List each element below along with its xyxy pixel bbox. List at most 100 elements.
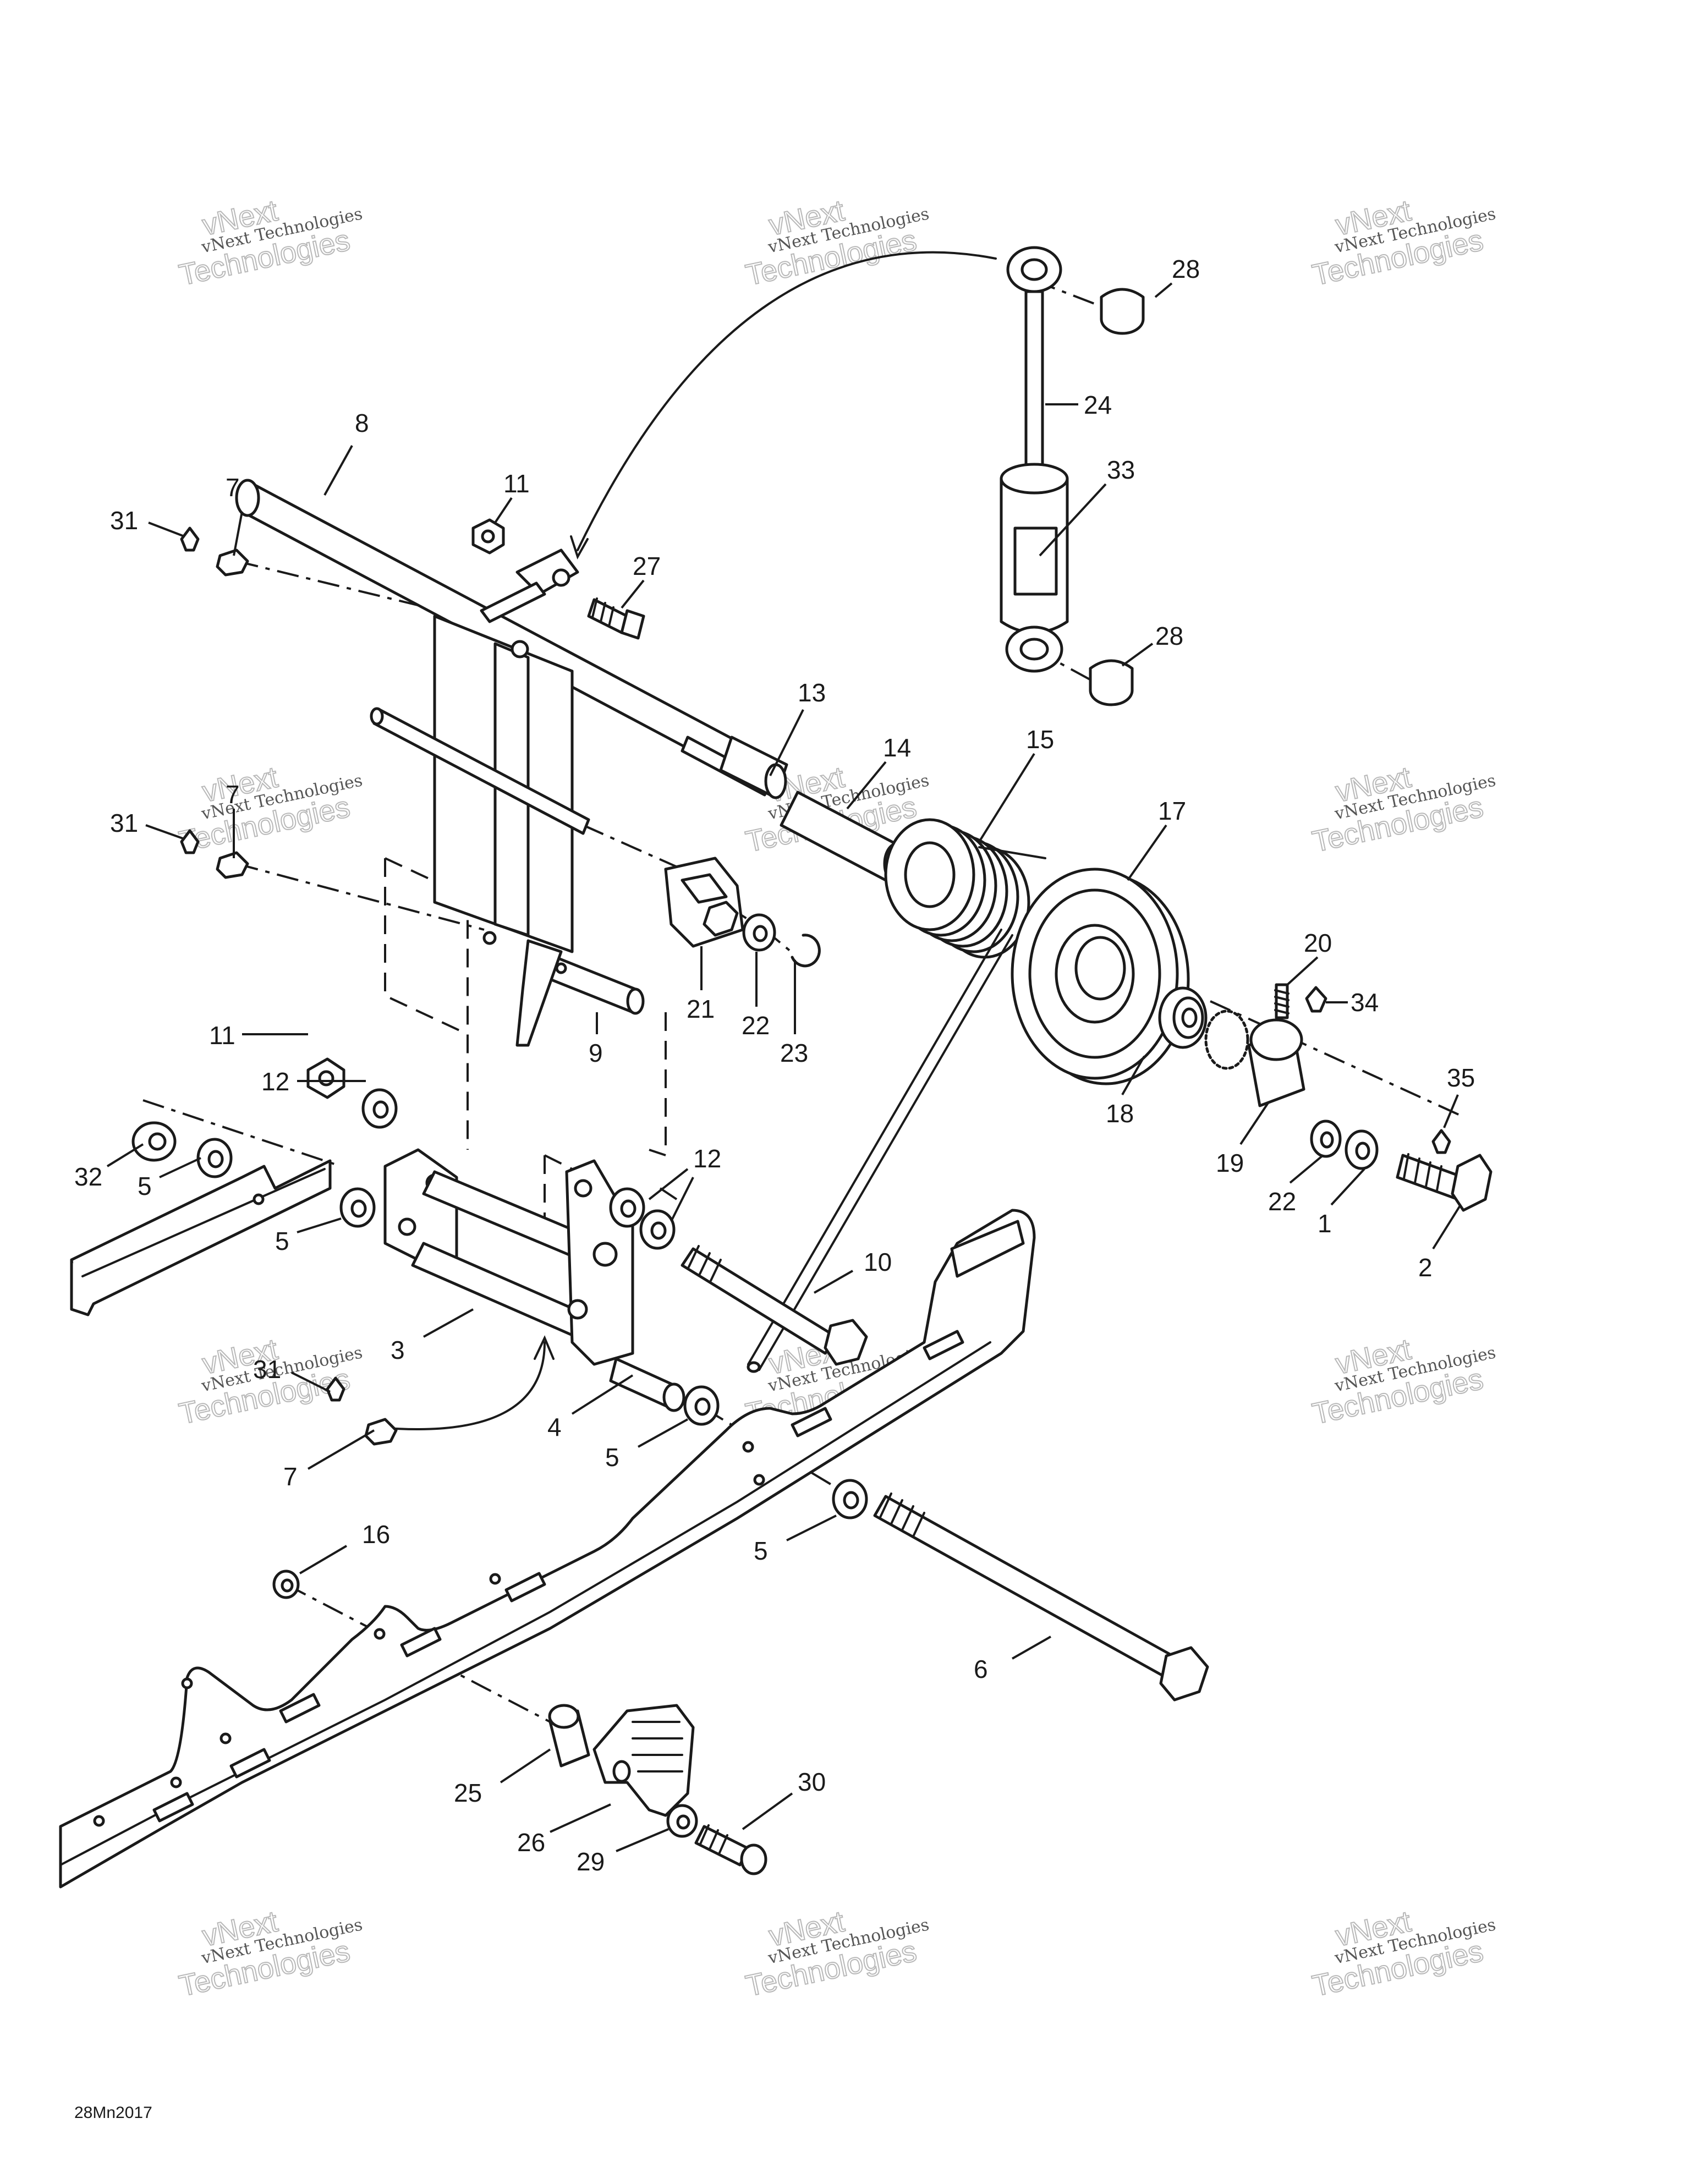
- spring-upper-leg: [978, 846, 1046, 859]
- grease-fitting-7-middle[interactable]: [216, 851, 249, 879]
- washer-22-upper[interactable]: [742, 913, 776, 952]
- leader-31b: [145, 824, 185, 840]
- fitting-body: [216, 548, 249, 577]
- leader-17: [1127, 824, 1167, 881]
- spring-lower-leg: [747, 929, 1002, 1365]
- frame-slot: [152, 1792, 194, 1823]
- leader-1: [1330, 1168, 1365, 1206]
- stopper-block-26[interactable]: [592, 1704, 695, 1817]
- rail-end: [70, 1258, 95, 1316]
- callout-20: 20: [1304, 929, 1332, 957]
- bracket-hole: [398, 1217, 416, 1236]
- shock-absorber[interactable]: [1000, 246, 1069, 673]
- fitting-cap: [1431, 1129, 1451, 1154]
- torsion-spring-15[interactable]: [747, 818, 1046, 1373]
- shock-bottom-eye-hole: [1019, 638, 1049, 661]
- washer-5-mid-center[interactable]: [683, 1385, 720, 1426]
- washer-5-mid-left[interactable]: [339, 1187, 376, 1228]
- callout-22-upper: 22: [742, 1011, 770, 1040]
- grease-fitting-31-lower[interactable]: [326, 1376, 345, 1402]
- bolt-2[interactable]: [1396, 1153, 1493, 1212]
- nut-11-lower[interactable]: [306, 1057, 345, 1099]
- screw-30[interactable]: [694, 1824, 767, 1875]
- fitting-body: [216, 851, 249, 879]
- long-bolt-6[interactable]: [873, 1492, 1209, 1702]
- adjuster-block-21[interactable]: [664, 857, 744, 948]
- side-frame-rail[interactable]: [59, 1209, 1036, 1889]
- fitting-cap: [180, 526, 200, 552]
- leader-28b: [1121, 643, 1154, 667]
- locknut-32[interactable]: [131, 1121, 177, 1162]
- frame-hole: [374, 1628, 386, 1640]
- frame-slot: [279, 1693, 321, 1724]
- bolt-10[interactable]: [681, 1245, 868, 1366]
- stopper-ridges: [632, 1721, 683, 1773]
- callout-5-mid-center: 5: [605, 1443, 619, 1472]
- grease-fitting-31-upper[interactable]: [180, 526, 200, 552]
- frame-slot: [923, 1330, 964, 1360]
- e-clip-23[interactable]: [791, 934, 821, 968]
- washer-22-lower[interactable]: [1310, 1120, 1342, 1158]
- callout-24: 24: [1084, 391, 1112, 419]
- bolt-27[interactable]: [587, 597, 645, 640]
- washer-12-upper[interactable]: [361, 1088, 398, 1129]
- washer-hole: [620, 1199, 637, 1218]
- bearing-18[interactable]: [1158, 986, 1208, 1049]
- shock-bushing-top[interactable]: [1100, 288, 1145, 335]
- idler-wheel-17[interactable]: [1011, 868, 1190, 1085]
- bolt-thread: [591, 597, 614, 627]
- watermark: vNext vNext Technologies Technologies: [742, 1905, 931, 2004]
- leader-33: [1039, 483, 1107, 557]
- arm-lever: [515, 939, 563, 1047]
- bolt-shank: [681, 1247, 838, 1355]
- grease-fitting-7-upper[interactable]: [216, 548, 249, 577]
- washer-5-top-left[interactable]: [196, 1138, 233, 1178]
- callout-35: 35: [1447, 1063, 1475, 1092]
- callout-11-lower: 11: [209, 1021, 235, 1050]
- callout-5-right: 5: [754, 1537, 768, 1565]
- leader-12c: [670, 1177, 694, 1222]
- callout-16: 16: [362, 1520, 390, 1549]
- nut-11-upper[interactable]: [471, 518, 505, 555]
- lock-washer-1[interactable]: [1345, 1129, 1379, 1170]
- assembly-box: [649, 1012, 667, 1157]
- grease-fitting-35[interactable]: [1431, 1129, 1451, 1154]
- frame-hole: [170, 1776, 182, 1788]
- shock-bushing-bottom[interactable]: [1089, 659, 1134, 706]
- nut-16[interactable]: [272, 1570, 300, 1599]
- pivot-arm-9[interactable]: [515, 939, 645, 1047]
- circlip[interactable]: [1204, 1009, 1249, 1070]
- spacer-end: [548, 1704, 580, 1729]
- lower-crossmember-3[interactable]: [383, 1148, 685, 1412]
- callout-22-lower: 22: [1268, 1187, 1296, 1216]
- washer-12-lower-b[interactable]: [639, 1209, 676, 1250]
- washer-hole: [1355, 1142, 1370, 1160]
- callout-32: 32: [74, 1162, 102, 1191]
- arm-cross-rod[interactable]: [370, 707, 590, 835]
- leader-29: [616, 1828, 669, 1852]
- grease-fitting-34[interactable]: [1305, 986, 1327, 1013]
- leader-28a: [1154, 282, 1173, 298]
- stopper-hole: [612, 1760, 631, 1783]
- bracket-hole: [592, 1242, 618, 1267]
- leader-35: [1443, 1094, 1459, 1128]
- watermark: vNext vNext Technologies Technologies: [175, 1905, 364, 2004]
- washer-5-right[interactable]: [832, 1479, 868, 1519]
- watermark: vNext vNext Technologies Technologies: [1309, 1905, 1497, 2004]
- spacer-19[interactable]: [1247, 1018, 1305, 1107]
- left-rail-section[interactable]: [70, 1159, 332, 1316]
- washer-12-lower-a[interactable]: [609, 1187, 645, 1228]
- callout-27: 27: [633, 552, 661, 580]
- bracket-hole: [574, 1179, 592, 1198]
- arm-bracket-hole: [552, 568, 570, 587]
- sleeve-end: [764, 763, 787, 799]
- bolt-head: [1159, 1646, 1209, 1702]
- callout-25: 25: [454, 1779, 482, 1807]
- washer-29[interactable]: [666, 1804, 698, 1838]
- spacer-25[interactable]: [548, 1704, 590, 1768]
- center-line: [703, 1407, 843, 1492]
- grease-fitting-31-middle[interactable]: [180, 829, 200, 854]
- set-screw-20[interactable]: [1274, 983, 1290, 1019]
- center-line: [236, 560, 441, 612]
